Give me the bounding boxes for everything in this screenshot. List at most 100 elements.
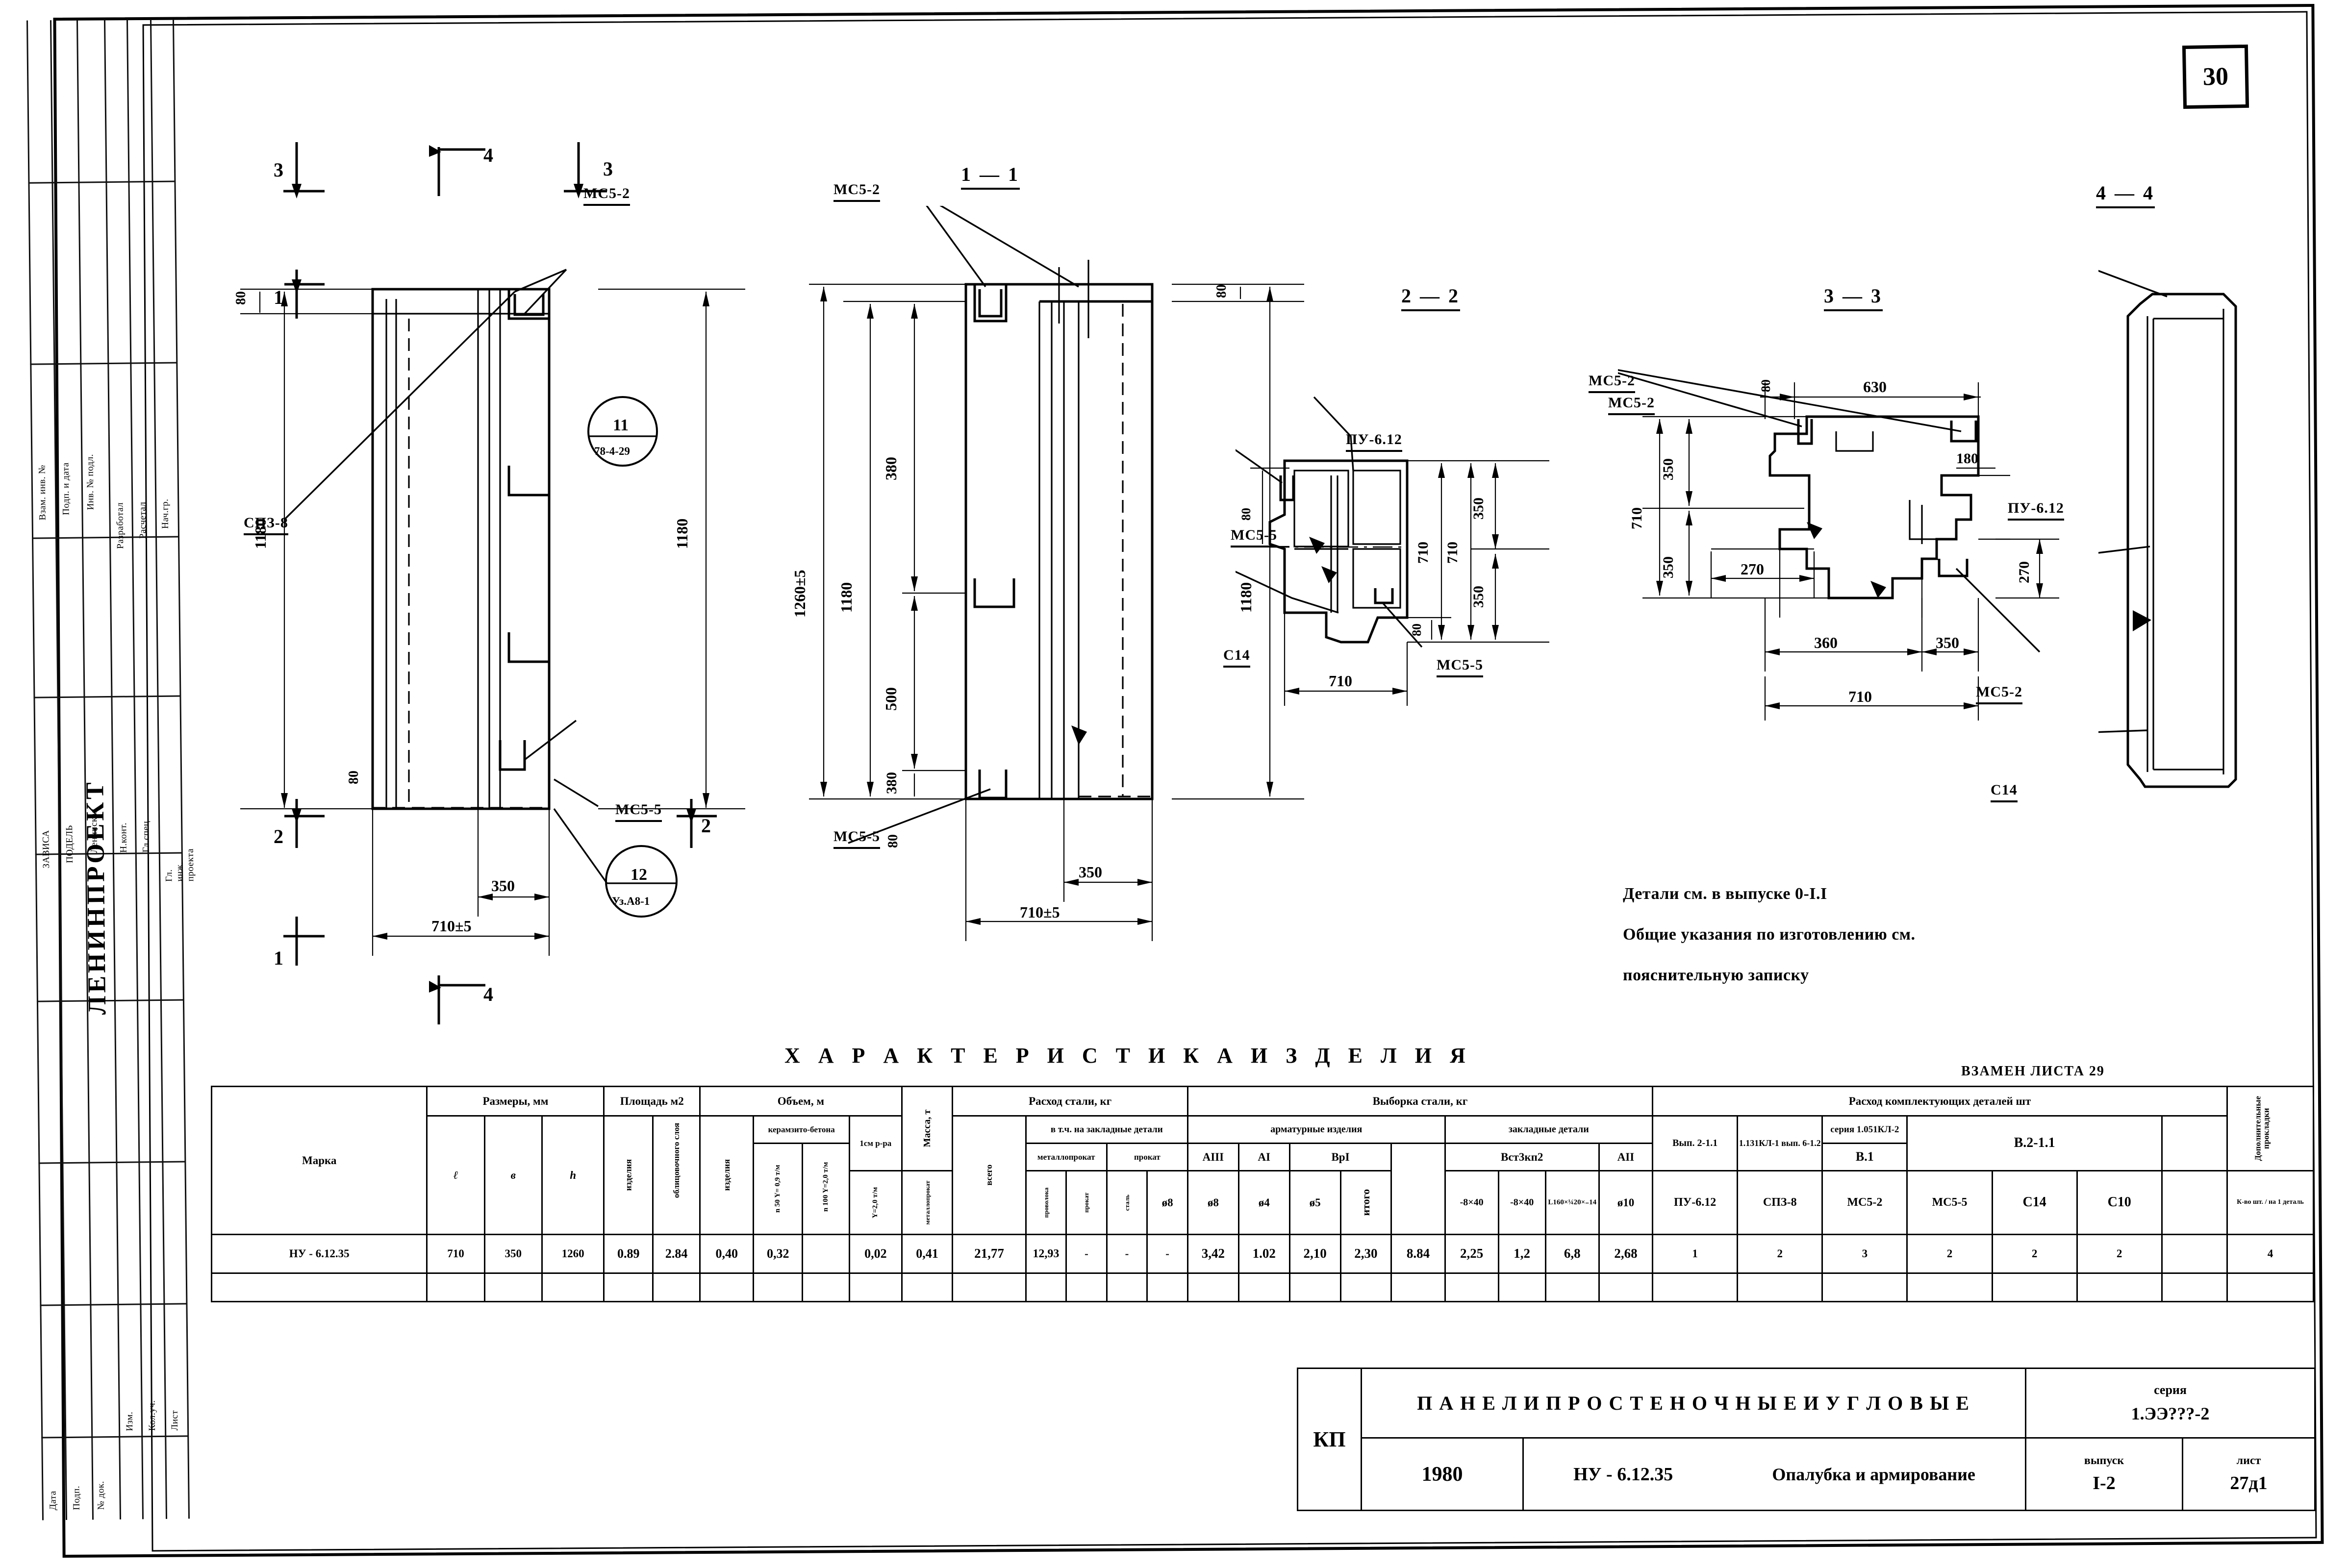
svg-text:80: 80 (1214, 284, 1229, 298)
th-k-spz8: СПЗ-8 (1737, 1170, 1823, 1235)
title-vypusk-label: выпуск (2084, 1454, 2124, 1467)
stamp-label-2: Нач.гр. (160, 498, 171, 529)
view-1-1: 1260±5 1180 380 500 380 1180 80 80 350 7… (791, 206, 1304, 941)
svg-text:710±5: 710±5 (1020, 903, 1060, 921)
note-line-1: Общие указания по изготовлению см. (1623, 925, 1916, 944)
stamp-side-0: Инв. № подл. (85, 454, 96, 510)
title-mark: НУ - 6.12.35 (1573, 1464, 1673, 1485)
view-4-4 (2098, 270, 2237, 788)
stamp-label-0: Разработал (115, 502, 126, 549)
svg-text:630: 630 (1863, 378, 1887, 396)
svg-text:78-4-29: 78-4-29 (594, 445, 630, 457)
svg-text:350: 350 (1660, 556, 1676, 578)
stamp-tech-4: ПОДЕЛЬ (64, 825, 75, 863)
th-sub-stal: сталь (1106, 1170, 1148, 1235)
th-group-vyborka: Выборка стали, кг (1187, 1086, 1654, 1117)
label-mc5-5-main: МС5-5 (615, 801, 662, 822)
cell-a1-d8: 1.02 (1237, 1234, 1290, 1274)
th-v-2-1-1: В.2-1.1 (1906, 1115, 2163, 1171)
stamp-label-4: Гл.спец. (141, 818, 151, 853)
svg-text:710: 710 (1629, 507, 1645, 529)
label-spz-8: СПЗ-8 (244, 515, 288, 535)
svg-text:2: 2 (274, 825, 283, 847)
label-mc5-5-sec22-top: МС5-5 (1231, 527, 1277, 548)
svg-text:80: 80 (1759, 379, 1773, 392)
svg-text:710±5: 710±5 (431, 917, 472, 935)
svg-text:80: 80 (1239, 508, 1253, 521)
cell-empty-29 (1991, 1272, 2078, 1302)
cell-empty-6 (699, 1272, 755, 1302)
th-a2: АII (1598, 1143, 1654, 1171)
title-series-cell: серия 1.ЭЭ???-2 (2024, 1368, 2316, 1439)
svg-text:80: 80 (885, 834, 901, 848)
th-group-rashod-stali: Расход стали, кг (952, 1086, 1188, 1117)
cell-k-c14: 2 (1991, 1234, 2078, 1274)
label-pu-6-12-sec22: ПУ-6.12 (1346, 431, 1402, 452)
stamp-col-3: № док. (96, 1481, 106, 1510)
svg-text:350: 350 (1470, 498, 1487, 520)
svg-text:710: 710 (1415, 542, 1431, 564)
cell-vr-d4: 2,10 (1288, 1234, 1341, 1274)
label-pu-6-12-sec33: ПУ-6.12 (2008, 500, 2064, 521)
cell-empty-21 (1444, 1272, 1499, 1302)
th-b: в (483, 1115, 543, 1235)
title-series-label: серия (2154, 1382, 2187, 1397)
cell-empty-25 (1652, 1272, 1739, 1302)
note-line-0: Детали см. в выпуске 0-I.I (1623, 885, 1827, 903)
title-kp: КП (1297, 1368, 1362, 1511)
cell-stal-vsego: 21,77 (952, 1234, 1027, 1274)
view-2-2-title: 2 — 2 (1401, 284, 1460, 311)
th-d5: ø5 (1288, 1170, 1341, 1235)
cell-empty-9 (849, 1272, 903, 1302)
cell-k-c10: 2 (2076, 1234, 2163, 1274)
svg-text:1260±5: 1260±5 (791, 570, 808, 618)
th-sub-prokat2: прокат (1065, 1170, 1108, 1235)
th-dopolnitelnye: Дополнительные прокладки (2226, 1086, 2315, 1171)
cell-stal-b1: - (1065, 1234, 1108, 1274)
view-4-4-title: 4 — 4 (2096, 181, 2155, 208)
stamp-label-3: Н.конт. (118, 822, 129, 853)
svg-text:710: 710 (1444, 542, 1461, 564)
th-ker-100: n 100 Y=2,0 т/м (802, 1143, 851, 1235)
cell-a3-d8: 3,42 (1187, 1234, 1239, 1274)
svg-text:1: 1 (274, 286, 283, 308)
cell-empty-20 (1390, 1272, 1446, 1302)
cell-z2: 1,2 (1497, 1234, 1546, 1274)
cell-empty-1 (426, 1272, 485, 1302)
stamp-side-2: Взам. инв. № (37, 465, 48, 521)
title-list-label: лист (2236, 1454, 2261, 1467)
cell-k-blank (2161, 1234, 2228, 1274)
th-a1: АI (1237, 1143, 1290, 1171)
svg-text:80: 80 (1410, 623, 1424, 636)
cell-empty-24 (1598, 1272, 1654, 1302)
label-mc5-2-sec11: МС5-2 (833, 181, 880, 202)
svg-text:270: 270 (2016, 561, 2032, 583)
stamp-col-2: Лист (169, 1410, 180, 1431)
cell-k-mc55: 2 (1906, 1234, 1993, 1274)
label-c14-sec22: С14 (1223, 647, 1250, 668)
title-vypusk-cell: выпуск I-2 (2025, 1437, 2183, 1511)
th-k-c14: С14 (1991, 1170, 2078, 1235)
th-sub-prokat1: металлопрокат (901, 1170, 954, 1235)
stamp-col-0: Изм. (124, 1411, 135, 1431)
svg-text:360: 360 (1814, 634, 1838, 651)
cell-empty-31 (2161, 1272, 2228, 1302)
th-a3: АIII (1187, 1143, 1239, 1171)
cell-obyem-izd: 0,40 (699, 1234, 755, 1274)
svg-text:380: 380 (884, 772, 900, 794)
th-komplekt-blank (2161, 1115, 2228, 1171)
th-k-blank2 (2161, 1170, 2228, 1235)
th-h: h (541, 1115, 605, 1235)
svg-text:1180: 1180 (1237, 582, 1255, 613)
svg-text:710: 710 (1848, 688, 1872, 705)
cell-ploshchad-obl: 2.84 (652, 1234, 701, 1274)
cell-empty-30 (2076, 1272, 2163, 1302)
label-mc5-2-sec33-b: МС5-2 (1976, 684, 2022, 704)
cell-empty-8 (802, 1272, 851, 1302)
svg-text:4: 4 (483, 983, 493, 1005)
view-1-1-title: 1 — 1 (961, 163, 1020, 190)
th-group-razmery: Размеры, мм (426, 1086, 605, 1117)
label-mc5-2-sec33: МС5-2 (1589, 373, 1635, 393)
cell-empty-22 (1497, 1272, 1546, 1302)
